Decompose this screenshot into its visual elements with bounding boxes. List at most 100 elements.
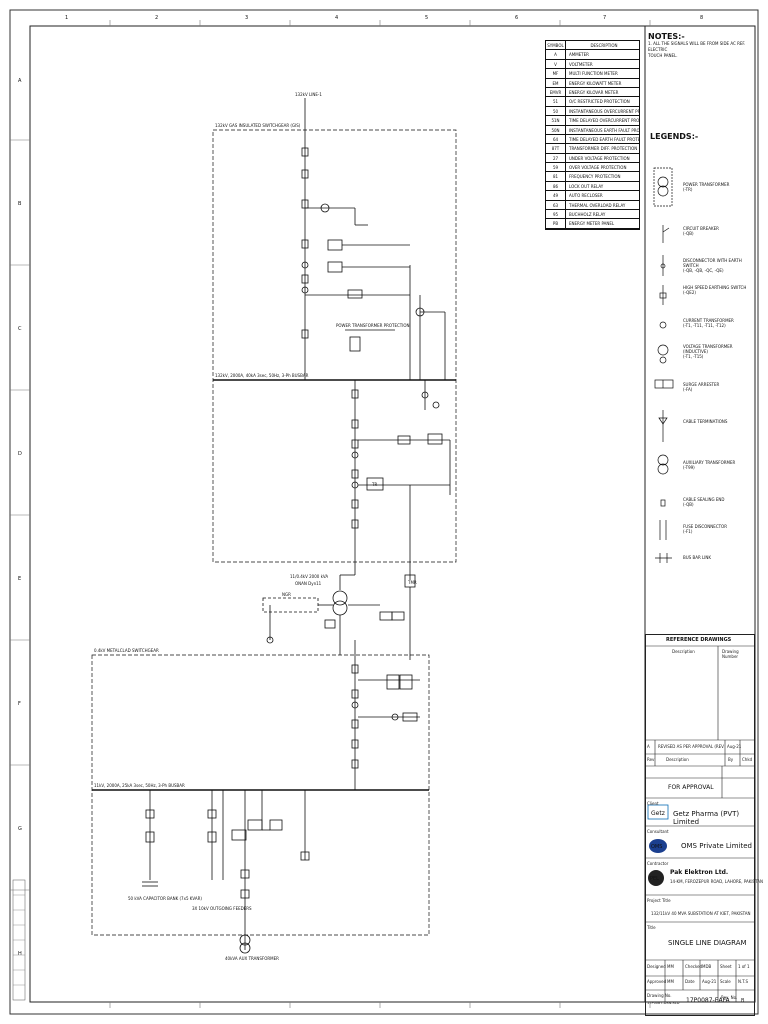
legend-item: HIGH SPEED EARTHING SWITCH(-QE2)	[683, 285, 755, 295]
lv-busbar-label: 11kV, 2000A, 25kA 3sec, 50Hz, 3-Ph BUSBA…	[94, 783, 185, 788]
symbol-description: TRANSFORMER DIFF. PROTECTION	[569, 146, 638, 152]
client-label: Client	[647, 801, 659, 806]
symbol-code: A	[546, 50, 566, 59]
symbol-description: ENERGY KILOVAR METER	[569, 89, 619, 95]
drawing-no-label: Drawing No.	[647, 993, 672, 998]
oms-logo-text: OMS	[651, 844, 662, 850]
grid-ticks	[10, 20, 651, 1008]
symbol-description: ENERGY METER PANEL	[569, 221, 615, 227]
symbol-description: BUCHHOLZ RELAY	[569, 212, 606, 218]
description-header: DESCRIPTION	[590, 43, 618, 48]
rev-no-value: B	[741, 998, 745, 1004]
legend-item: SURGE ARRESTER(-FA)	[683, 382, 755, 392]
symbol-code: 50N	[546, 125, 566, 134]
aux-transformer-label: 40kVA AUX TRANSFORMER	[225, 956, 279, 961]
power-transformer-protection-label: POWER TRANSFORMER PROTECTION	[336, 323, 410, 328]
legend-item-code: (-QB, -QB, -QC, -QE)	[683, 268, 724, 273]
symbol-description: UNDER VOLTAGE PROTECTION	[569, 155, 630, 161]
legend-item: CABLE TERMINATIONS	[683, 419, 755, 424]
capacitor-label: 50 kVA CAPACITOR BANK (7x5 KVAR)	[128, 896, 202, 901]
oms-logo: OMS	[649, 839, 667, 853]
notes-heading: NOTES:-	[648, 32, 685, 41]
legend-item-label: HIGH SPEED EARTHING SWITCH	[683, 285, 747, 290]
title-block: REFERENCE DRAWINGS Description Drawing N…	[645, 634, 763, 1016]
title-block-grid	[645, 645, 755, 1002]
symbol-code: 51N	[546, 116, 566, 125]
symbol-description: MULTI FUNCTION METER	[569, 71, 618, 77]
rev-no-label: Rev. No.	[721, 995, 738, 1000]
outer-border	[9, 9, 759, 1015]
revision-strip-lines	[13, 894, 25, 986]
symbol-code: 59	[546, 163, 566, 172]
notes-line-2: TOUCH PANEL.	[648, 53, 678, 58]
pel-logo-text: PEL	[650, 876, 659, 882]
project-label: Project Title	[647, 898, 671, 903]
project-title: 132/11kV 40 MVA SUBSTATION AT KIET, PAKI…	[651, 911, 751, 916]
symbol-description: INSTANTANEOUS EARTH FAULT PROTECTION	[569, 127, 639, 133]
fuse-icon	[659, 520, 667, 540]
legend-item: BUS BAR LINK	[683, 555, 755, 560]
grid-col-4: 4	[335, 15, 338, 21]
legend-item: FUSE DISCONNECTOR(-F1)	[683, 524, 755, 534]
circuit-breaker-icon	[662, 225, 670, 243]
designed-value: MM	[667, 964, 674, 969]
symbol-header: SYMBOL	[546, 41, 566, 50]
drawing-title: SINGLE LINE DIAGRAM	[668, 939, 747, 947]
symbol-code: V	[546, 59, 566, 69]
legend-item-code: (-TR)	[683, 187, 693, 192]
symbol-code: MF	[546, 69, 566, 78]
contractor-name: Pak Elektron Ltd.	[670, 869, 729, 876]
checked-label: Checked	[685, 964, 703, 969]
contractor-address: 14-KM, FEROZEPUR ROAD, LAHORE, PAKISTAN	[670, 879, 763, 884]
symbol-code: EM	[546, 78, 566, 87]
tmr-label: TMR	[407, 580, 417, 585]
scale-value: N.T.S	[738, 979, 749, 984]
symbol-description: INSTANTANEOUS OVERCURRENT PROTECTION	[569, 108, 639, 114]
description-column-label: Description	[672, 649, 695, 654]
symbol-code: 63	[546, 200, 566, 210]
approved-label: Approved	[647, 979, 667, 984]
symbol-code: 87T	[546, 144, 566, 153]
symbol-code: 49	[546, 191, 566, 200]
grid-row-b: B	[18, 201, 22, 207]
grid-row-f: F	[18, 701, 21, 707]
grid-col-labels: 1 2 3 4 5 6 7 8	[65, 15, 703, 21]
symbol-code: 27	[546, 153, 566, 163]
symbol-code: EMVR	[546, 87, 566, 97]
symbol-description: TIME DELAYED OVERCURRENT PROTECTION	[569, 118, 639, 124]
legend-item: CURRENT TRANSFORMER(-T1, -T11, -T11, -T1…	[683, 318, 755, 328]
legend-item: CABLE SEALING END(-QB)	[683, 497, 755, 507]
disconnector-icon	[660, 255, 666, 276]
legend-item: VOLTAGE TRANSFORMER (INDUCTIVE)(-T1, -T1…	[683, 344, 755, 359]
legend-item-label: FUSE DISCONNECTOR	[683, 524, 727, 529]
bus-bar-icon	[655, 553, 672, 563]
symbol-table-header: SYMBOL DESCRIPTION	[546, 41, 639, 51]
client-name: Getz Pharma (PVT) Limited	[673, 810, 740, 826]
symbol-description: VOLTMETER	[569, 61, 593, 67]
legend-item-label: POWER TRANSFORMER	[683, 182, 730, 187]
legend-item-code: (-T1, -T15)	[683, 354, 704, 359]
legend-item-code: (-T1, -T11, -T11, -T12)	[683, 323, 726, 328]
grid-col-2: 2	[155, 15, 158, 21]
lv-switchgear-label: 0.4kV METALCLAD SWITCHGEAR	[94, 648, 159, 653]
legend-icons	[653, 167, 674, 563]
notes-line-1: 1. ALL THE SIGNALS WILL BE FROM SIDE AC …	[648, 41, 746, 52]
grid-col-5: 5	[425, 15, 428, 21]
diagram-lines	[91, 98, 457, 954]
legends-heading: LEGENDS:-	[650, 132, 699, 141]
drawing-number-column-label: Drawing Number	[722, 649, 739, 659]
mv-busbar-label: 132kV, 2000A, 40kA 3sec, 50Hz, 3-Ph BUSB…	[215, 373, 309, 378]
notes-section: NOTES:- 1. ALL THE SIGNALS WILL BE FROM …	[648, 32, 753, 59]
legend-item: POWER TRANSFORMER(-TR)	[683, 182, 755, 192]
